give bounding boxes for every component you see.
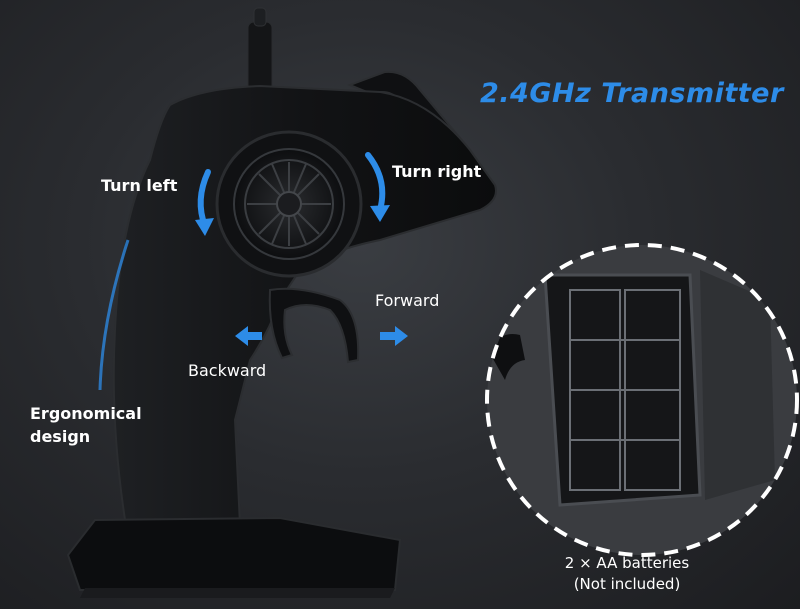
ergonomic-edge-highlight	[98, 239, 130, 391]
turn-right-arrow	[365, 152, 390, 222]
turn-left-arrow	[195, 169, 214, 236]
antenna	[247, 7, 273, 93]
backward-label: Backward	[188, 361, 267, 380]
battery-closeup	[485, 243, 799, 557]
ergonomical-line1: Ergonomical	[30, 404, 142, 423]
steering-wheel	[215, 130, 363, 278]
turn-left-label: Turn left	[101, 176, 178, 195]
forward-arrow	[380, 326, 408, 346]
forward-label: Forward	[375, 291, 440, 310]
ergonomical-design-label: Ergonomical design	[30, 402, 142, 448]
ergonomical-line2: design	[30, 427, 91, 446]
batteries-line2: (Not included)	[573, 575, 681, 593]
base-stand	[66, 516, 402, 598]
throttle-trigger	[268, 287, 360, 364]
page-title: 2.4GHz Transmitter	[480, 78, 784, 109]
batteries-line1: 2 × AA batteries	[564, 554, 690, 572]
backward-arrow	[235, 326, 262, 346]
turn-right-label: Turn right	[392, 162, 482, 181]
batteries-caption: 2 × AA batteries (Not included)	[523, 553, 731, 595]
